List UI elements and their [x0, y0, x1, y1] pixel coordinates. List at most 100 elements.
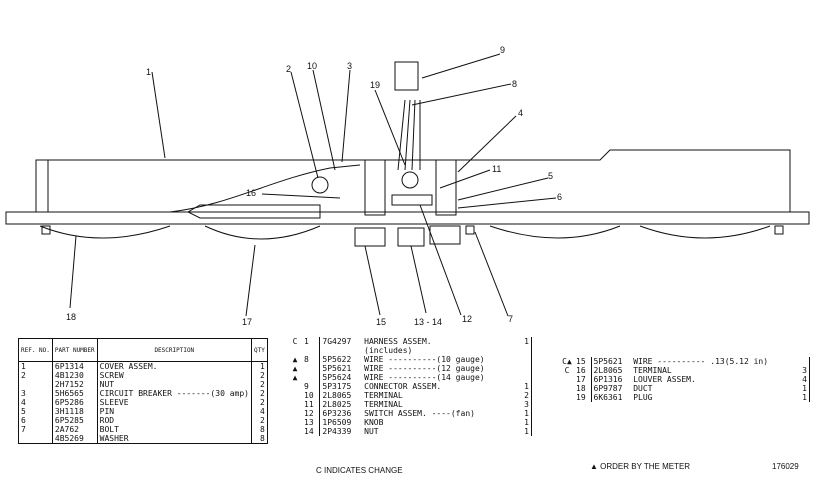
change-mark: ▲	[292, 373, 298, 382]
part-number: 6P1316	[593, 375, 623, 384]
callout-13-14: 13 - 14	[414, 317, 442, 327]
header-ref-no: REF. NO.	[18, 338, 53, 362]
parts-table-middle: C 1 7G4297 HARNESS ASSEM. 1 (includes) ▲…	[288, 337, 532, 436]
description: NUT	[97, 380, 252, 389]
description: DUCT	[633, 384, 653, 393]
qty	[520, 355, 532, 364]
description: TERMINAL	[364, 391, 403, 400]
change-mark	[288, 382, 302, 391]
header-qty: QTY	[251, 338, 268, 362]
ref-no	[18, 434, 53, 444]
table-row: 17 6P1316 LOUVER ASSEM. 4	[560, 375, 810, 384]
description: SCREW	[97, 371, 252, 380]
callout-18: 18	[66, 312, 76, 322]
part-number: 5H6565	[52, 389, 98, 398]
description: SLEEVE	[97, 398, 252, 407]
table-row: ▲ 8 5P5622 WIRE ----------(10 gauge)	[288, 355, 532, 364]
change-mark: C▲	[562, 357, 572, 366]
table-row: 9 5P3175 CONNECTOR ASSEM. 1	[288, 382, 532, 391]
change-note: C INDICATES CHANGE	[316, 466, 403, 475]
callout-10: 10	[307, 61, 317, 71]
description: SWITCH ASSEM. ----(fan)	[364, 409, 475, 418]
part-number	[320, 346, 362, 355]
description: LOUVER ASSEM.	[633, 375, 696, 384]
part-number: 2L8025	[322, 400, 352, 409]
part-number: 2P4339	[322, 427, 352, 436]
qty	[520, 364, 532, 373]
callout-15: 15	[376, 317, 386, 327]
drawing-number: 176029	[772, 462, 799, 471]
ref-no: 10	[302, 391, 321, 400]
description: WIRE ----------(10 gauge)	[364, 355, 485, 364]
qty: 4	[802, 375, 807, 384]
part-number: 5P5621	[322, 364, 352, 373]
table-row: (includes)	[288, 346, 532, 355]
ref-no: 6	[18, 416, 53, 425]
circuit-breaker-left	[311, 176, 329, 194]
ref-no: 15	[574, 357, 592, 366]
cover-curve	[169, 164, 361, 213]
table-row: 11 2L8025 TERMINAL 3	[288, 400, 532, 409]
ref-no: 18	[574, 384, 592, 393]
callout-1: 1	[146, 67, 151, 77]
table-row: ▲ 5P5624 WIRE ----------(14 gauge)	[288, 373, 532, 382]
qty: 1	[251, 361, 268, 371]
callout-7: 7	[508, 314, 513, 324]
description: COVER ASSEM.	[97, 361, 252, 371]
description: ROD	[97, 416, 252, 425]
order-note: ▲ ORDER BY THE METER	[590, 462, 691, 471]
change-mark	[288, 418, 302, 427]
table-header-row: REF. NO. PART NUMBER DESCRIPTION QTY	[18, 338, 268, 362]
qty: 1	[524, 382, 529, 391]
change-mark: C	[292, 337, 298, 346]
table-row: 1 6P1314 COVER ASSEM. 1	[18, 361, 268, 371]
callout-12: 12	[462, 314, 472, 324]
description: WASHER	[97, 434, 252, 444]
left-plate	[35, 159, 49, 213]
bolt	[774, 225, 784, 235]
ref-no: 16	[574, 366, 592, 375]
terminal-block	[391, 194, 433, 206]
change-mark: ▲	[292, 355, 298, 364]
ref-no	[302, 373, 321, 382]
duct	[186, 204, 321, 219]
change-mark: C	[564, 366, 570, 375]
qty	[520, 346, 532, 355]
change-mark	[560, 384, 574, 393]
ref-no: 1	[302, 337, 321, 346]
qty: 1	[802, 393, 807, 402]
part-number: 2A762	[52, 425, 98, 434]
qty: 8	[251, 425, 268, 434]
qty: 3	[524, 400, 529, 409]
description: HARNESS ASSEM.	[364, 337, 432, 346]
louver-4	[639, 225, 771, 239]
qty: 2	[524, 391, 529, 400]
description: PLUG	[633, 393, 653, 402]
parts-table-left: REF. NO. PART NUMBER DESCRIPTION QTY 1 6…	[18, 338, 268, 444]
ref-no: 7	[18, 425, 53, 434]
louver-2	[204, 225, 321, 240]
connector-assembly	[394, 61, 419, 91]
callout-3: 3	[347, 61, 352, 71]
callout-5: 5	[548, 171, 553, 181]
table-row: C 16 2L8065 TERMINAL 3	[560, 366, 810, 375]
description: PIN	[97, 407, 252, 416]
change-mark	[288, 400, 302, 409]
qty: 1	[524, 418, 529, 427]
ref-no: 1	[18, 361, 53, 371]
change-mark	[560, 375, 574, 384]
change-mark	[288, 409, 302, 418]
part-number: 6P3236	[322, 409, 352, 418]
switch-box-center	[397, 227, 425, 247]
ref-no: 13	[302, 418, 321, 427]
table-row: 4 6P5286 SLEEVE 2	[18, 398, 268, 407]
qty	[798, 357, 809, 366]
qty: 1	[802, 384, 807, 393]
change-mark	[560, 393, 574, 402]
callout-6: 6	[557, 192, 562, 202]
part-number: 6P9787	[593, 384, 623, 393]
description: WIRE ----------(12 gauge)	[364, 364, 485, 373]
table-row: C 1 7G4297 HARNESS ASSEM. 1	[288, 337, 532, 346]
base-flange	[5, 211, 810, 225]
parts-table-right: C▲ 15 5P5621 WIRE ---------- .13(5.12 in…	[560, 357, 810, 402]
